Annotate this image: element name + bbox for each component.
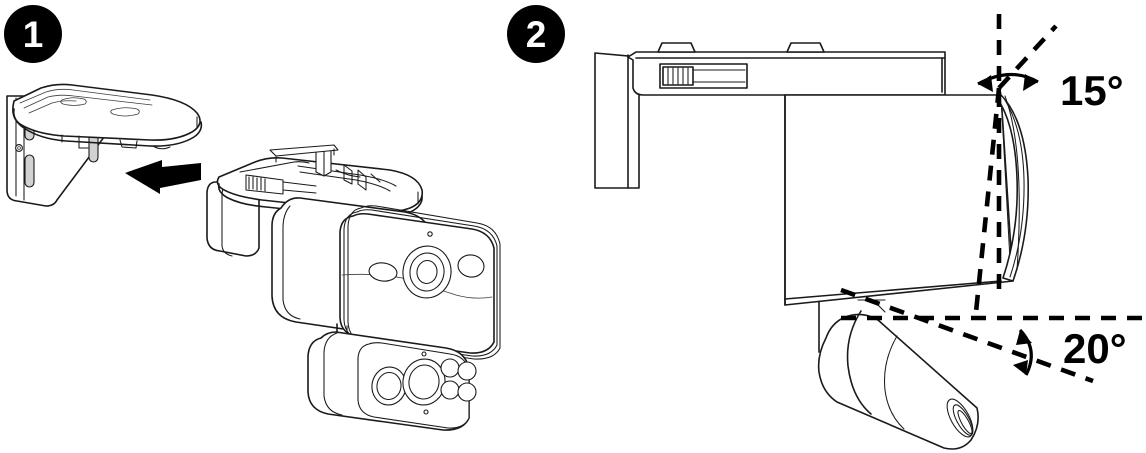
step-2-illustration [594,14,1146,450]
camera-assembly [206,144,501,431]
tilt-angle-15-annotation [973,14,1058,313]
step-2-panel: 2 [507,0,1146,453]
tilt-angle-20-annotation [840,287,1146,384]
assembly-arrow-icon [125,160,201,194]
camera-lens-module-side-view [817,310,979,450]
step-1-badge: 1 [4,5,62,63]
wall-mount-bracket [6,83,203,207]
angle-label-20-degrees: 20° [1063,325,1127,372]
wall-mount-bracket-side-view [594,42,946,189]
step-2-badge: 2 [507,5,565,63]
camera-body-side-view [784,94,1030,353]
step-1-illustration [6,83,501,431]
step-1-panel: 1 [4,5,501,431]
angle-label-15-degrees: 15° [1060,67,1124,114]
